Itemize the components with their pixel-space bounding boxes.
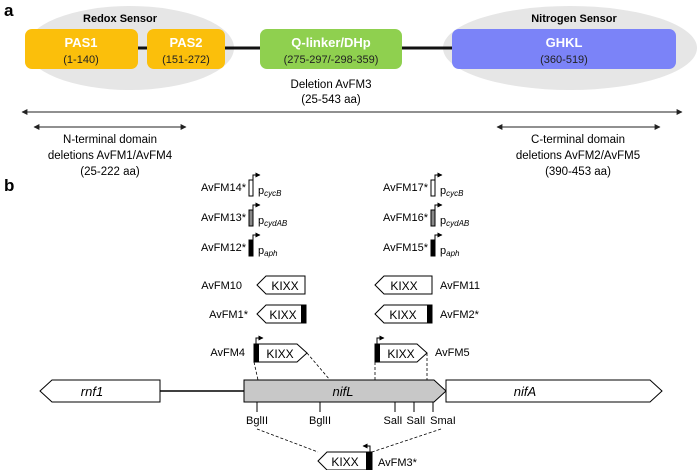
panel-a-label: a <box>4 1 14 20</box>
site-smai: SmaI <box>430 415 456 427</box>
deletion-c-line1: C-terminal domain <box>531 134 625 146</box>
promoter-right-cydAB: AvFM16* pcydAB <box>383 202 470 228</box>
kixx-label: KIXX <box>387 347 414 361</box>
strain-avfm11: AvFM11 <box>440 280 480 292</box>
dashed-connector <box>256 428 319 453</box>
promoter-arrow-icon <box>255 335 264 344</box>
deletion-avfm3-range: (25-543 aa) <box>301 94 361 106</box>
promoter-block-black <box>366 452 372 470</box>
site-sali-2: SalI <box>407 415 426 427</box>
kixx-label: KIXX <box>269 308 296 322</box>
dashed-connector <box>253 361 259 381</box>
promoter-right-cycB: AvFM17* pcycB <box>383 172 464 198</box>
domain-ghkl-box <box>452 29 676 69</box>
strain-avfm10: AvFM10 <box>201 280 242 292</box>
dashed-connector <box>306 352 331 381</box>
strain-avfm13: AvFM13* <box>201 212 247 224</box>
promoter-label: paph <box>440 245 460 258</box>
gene-nifA <box>445 379 663 403</box>
promoter-block-grey <box>430 209 436 227</box>
promoter-block-open <box>430 179 436 197</box>
dashed-connector <box>371 428 442 453</box>
kixx-cassette-fm10 <box>256 275 306 295</box>
promoter-left-aph: AvFM12* paph <box>201 232 278 258</box>
domain-pas1-name: PAS1 <box>65 35 98 50</box>
promoter-block-black <box>254 344 259 362</box>
domain-pas2-name: PAS2 <box>170 35 203 50</box>
gene-nifL <box>243 379 447 403</box>
site-bglii-2: BglII <box>309 415 331 427</box>
domain-ghkl-name: GHKL <box>546 35 583 50</box>
deletion-n-line3: (25-222 aa) <box>80 166 140 178</box>
promoter-block-open <box>248 179 254 197</box>
promoter-block-grey <box>248 209 254 227</box>
strain-avfm17: AvFM17* <box>383 182 429 194</box>
gene-nifL-label: nifL <box>333 384 354 399</box>
deletion-avfm3-title: Deletion AvFM3 <box>291 79 372 91</box>
promoter-block-black <box>430 239 436 257</box>
domain-pas1-range: (1-140) <box>63 54 98 66</box>
site-bglii-1: BglII <box>246 415 268 427</box>
domain-ghkl-range: (360-519) <box>540 54 588 66</box>
deletion-n-line1: N-terminal domain <box>63 134 157 146</box>
strain-avfm16: AvFM16* <box>383 212 429 224</box>
gene-rnf1-label: rnf1 <box>81 384 103 399</box>
promoter-arrow-icon <box>252 172 261 180</box>
promoter-arrow-icon <box>376 335 385 344</box>
nitrogen-sensor-title: Nitrogen Sensor <box>531 13 617 25</box>
strain-avfm4: AvFM4 <box>210 347 245 359</box>
promoter-arrow-icon <box>362 443 371 452</box>
kixx-label: KIXX <box>390 279 417 293</box>
domain-pas1-box <box>25 29 138 69</box>
promoter-arrow-icon <box>434 172 443 180</box>
promoter-arrow-icon <box>252 202 261 210</box>
promoter-block-black <box>248 239 254 257</box>
strain-avfm15: AvFM15* <box>383 242 429 254</box>
promoter-arrow-icon <box>434 202 443 210</box>
strain-avfm1: AvFM1* <box>209 309 249 321</box>
site-sali-1: SalI <box>384 415 403 427</box>
deletion-c-line2: deletions AvFM2/AvFM5 <box>516 150 640 162</box>
kixx-cassette-fm11 <box>374 275 433 295</box>
domain-qlinker-name: Q-linker/DHp <box>291 35 371 50</box>
domain-pas2-range: (151-272) <box>162 54 210 66</box>
promoter-label: pcydAB <box>440 215 470 228</box>
promoter-label: pcycB <box>440 185 464 198</box>
kixx-label: KIXX <box>271 279 298 293</box>
strain-avfm12: AvFM12* <box>201 242 247 254</box>
domain-qlinker-range: (275-297/-298-359) <box>284 54 379 66</box>
promoter-arrow-icon <box>434 232 443 240</box>
promoter-label: paph <box>258 245 278 258</box>
kixx-label: KIXX <box>331 455 358 469</box>
domain-pas2-box <box>147 29 225 69</box>
strain-avfm14: AvFM14* <box>201 182 247 194</box>
kixx-label: KIXX <box>266 347 293 361</box>
kixx-label: KIXX <box>389 308 416 322</box>
promoter-block-black <box>301 305 306 323</box>
promoter-left-cydAB: AvFM13* pcydAB <box>201 202 288 228</box>
promoter-block-black <box>375 344 380 362</box>
gene-nifA-label: nifA <box>514 384 536 399</box>
promoter-left-cycB: AvFM14* pcycB <box>201 172 282 198</box>
strain-avfm3: AvFM3* <box>378 457 418 469</box>
promoter-block-black <box>427 305 432 323</box>
deletion-n-line2: deletions AvFM1/AvFM4 <box>48 150 173 162</box>
domain-qlinker-box <box>260 29 402 69</box>
strain-avfm2: AvFM2* <box>440 309 480 321</box>
panel-b-label: b <box>4 176 14 195</box>
promoter-arrow-icon <box>252 232 261 240</box>
promoter-label: pcycB <box>258 185 282 198</box>
strain-avfm5: AvFM5 <box>435 347 470 359</box>
deletion-c-line3: (390-453 aa) <box>545 166 611 178</box>
redox-sensor-title: Redox Sensor <box>83 13 158 25</box>
promoter-label: pcydAB <box>258 215 288 228</box>
promoter-right-aph: AvFM15* paph <box>383 232 460 258</box>
